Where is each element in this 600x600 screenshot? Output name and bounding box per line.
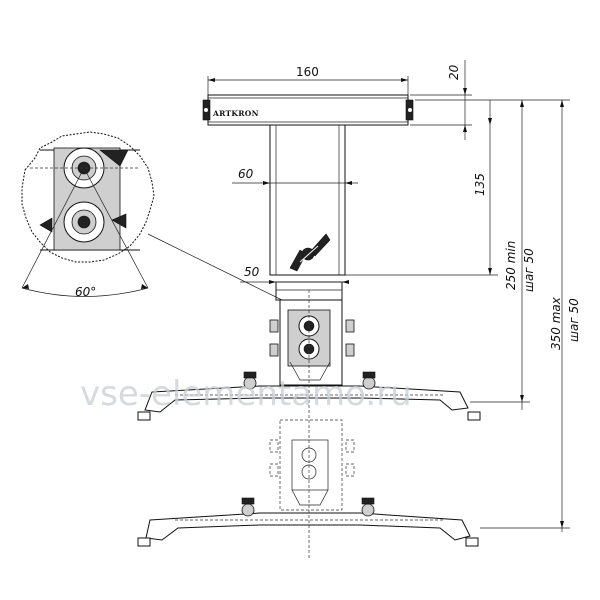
dim-250-label: 250 min bbox=[504, 241, 518, 290]
dim-135-label: 135 bbox=[473, 173, 487, 196]
detail-view bbox=[21, 131, 155, 263]
angle-dimension bbox=[21, 167, 149, 297]
upper-arms bbox=[137, 371, 481, 421]
dim-250-step: шаг 50 bbox=[522, 248, 536, 292]
detail-leader bbox=[147, 233, 283, 301]
lower-arms bbox=[137, 497, 479, 547]
dim-350-step: шаг 50 bbox=[567, 298, 581, 342]
ceiling-plate bbox=[202, 94, 414, 126]
dim-60-label: 60 bbox=[238, 167, 254, 181]
angle-label: 60° bbox=[75, 285, 96, 299]
dim-top-width bbox=[207, 76, 409, 95]
dim-20-label: 20 bbox=[447, 64, 461, 80]
extended-assembly bbox=[269, 419, 355, 511]
dim-160-label: 160 bbox=[296, 65, 319, 79]
brand-label: ARTKRON bbox=[212, 109, 259, 118]
wing-nut bbox=[289, 233, 331, 272]
dim-column-width bbox=[232, 181, 358, 185]
dim-50-label: 50 bbox=[244, 265, 260, 279]
dim-height-max bbox=[415, 99, 570, 532]
watermark: vse-elementamo.ru bbox=[80, 374, 412, 414]
dim-lower-width bbox=[240, 280, 349, 284]
dim-350-label: 350 max bbox=[549, 296, 563, 350]
dim-height-min bbox=[470, 100, 530, 410]
upper-joint bbox=[269, 281, 355, 386]
dim-column-height bbox=[345, 100, 498, 276]
